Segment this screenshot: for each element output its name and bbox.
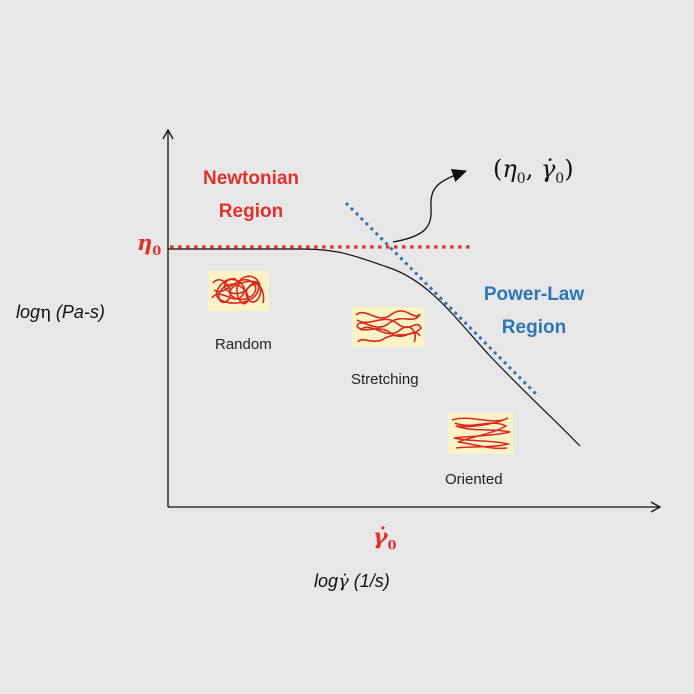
point-open-paren: (: [493, 155, 503, 183]
x-axis-unit: (1/s): [348, 571, 390, 591]
gamma0-marker-label: γ̇0: [373, 524, 397, 553]
power-law-asymptote: [344, 201, 539, 397]
random-state-label: Random: [215, 336, 272, 353]
x-axis-log: log: [314, 571, 339, 591]
point-eta-sub: 0: [516, 170, 526, 187]
eta0-symbol: η: [137, 230, 153, 255]
y-axis-log: log: [16, 302, 41, 322]
gamma0-subscript: 0: [387, 538, 397, 554]
point-eta: η: [502, 155, 517, 183]
y-axis-label: logη (Pa-s): [16, 302, 105, 323]
gamma0-symbol: γ̇: [373, 524, 388, 550]
critical-point-label: (η0, γ̇0): [493, 155, 574, 187]
newtonian-line2: Region: [218, 201, 284, 222]
viscosity-curve: [168, 248, 581, 447]
oriented-state-label: Oriented: [445, 471, 503, 488]
point-close-paren: ): [564, 155, 574, 183]
power-law-region-label: Power-Law Region: [470, 278, 598, 344]
y-axis-unit: (Pa-s): [50, 302, 105, 322]
stretching-chain-image: [352, 307, 424, 347]
power-law-line1: Power-Law: [483, 284, 585, 305]
stretching-state-label: Stretching: [351, 371, 419, 388]
oriented-chain-image: [448, 413, 513, 454]
eta0-subscript: 0: [152, 244, 162, 260]
point-gamma: γ̇: [540, 155, 556, 183]
random-chain-image: [208, 271, 269, 311]
power-law-line2: Region: [501, 317, 567, 338]
eta0-marker-label: η0: [137, 230, 161, 259]
point-gamma-sub: 0: [555, 170, 565, 187]
point-comma: ,: [525, 155, 541, 183]
y-axis-eta-symbol: η: [40, 302, 51, 323]
critical-point-arrow: [392, 168, 468, 243]
newtonian-line1: Newtonian: [202, 168, 300, 189]
x-axis-gamma-symbol: γ̇: [338, 571, 349, 592]
x-axis-label: logγ̇ (1/s): [314, 571, 390, 592]
newtonian-region-label: Newtonian Region: [186, 162, 316, 228]
